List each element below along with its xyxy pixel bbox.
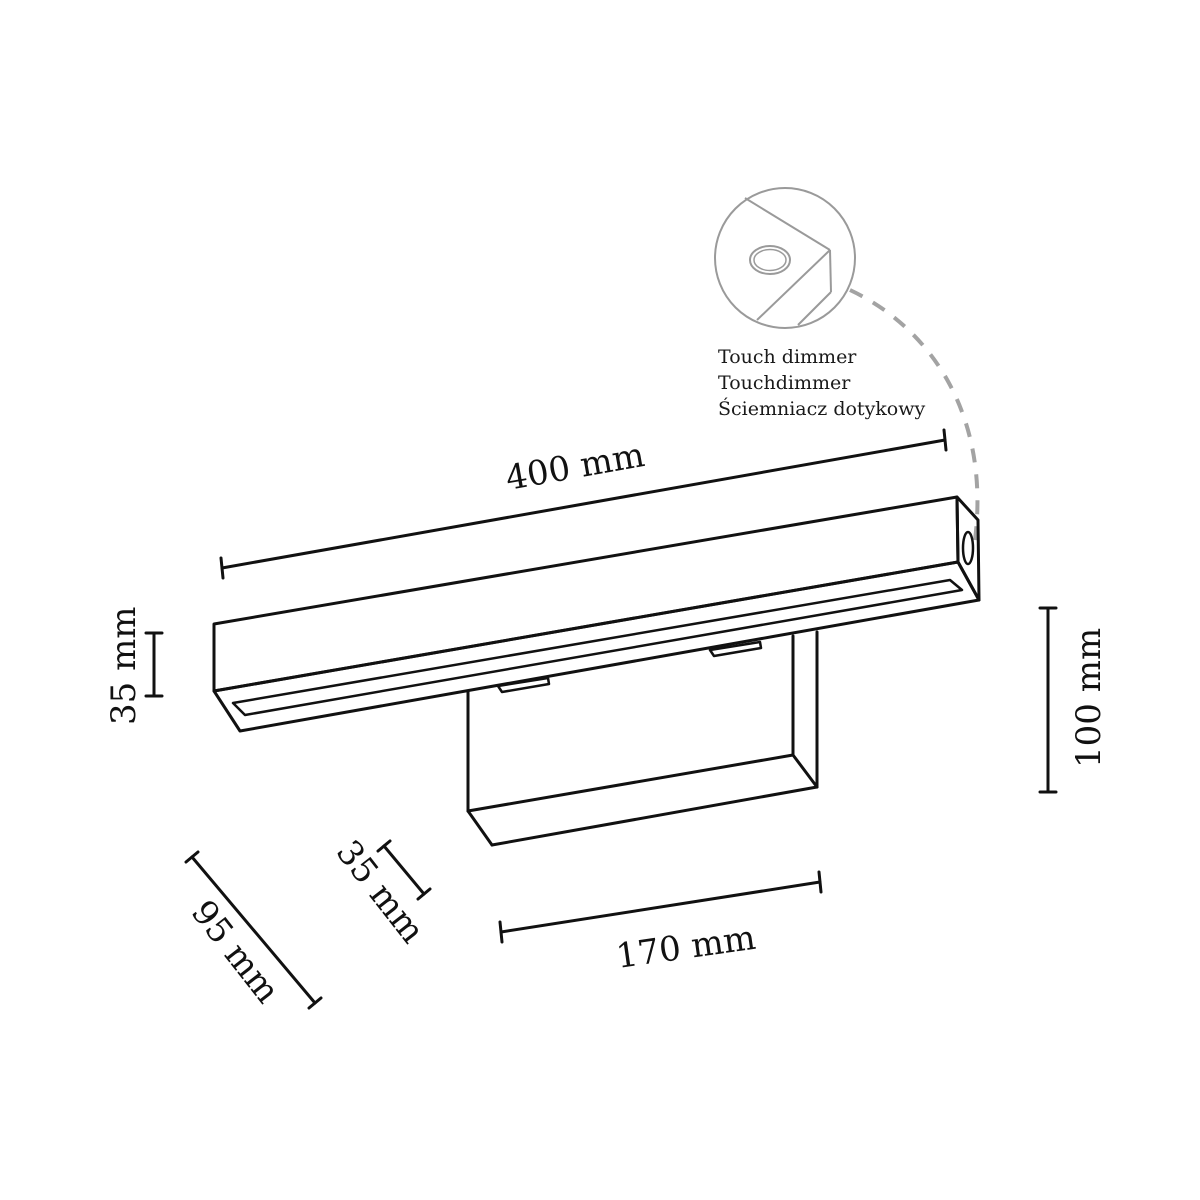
touch-dimmer-detail-icon bbox=[714, 187, 856, 329]
dimension-bracket-width-label: 170 mm bbox=[614, 918, 758, 977]
dimension-bar-height-label: 35 mm bbox=[104, 606, 144, 725]
callout-label-pl: Ściemniacz dotykowy bbox=[718, 397, 926, 420]
lamp-bar bbox=[212, 495, 981, 733]
dimension-total-height: 100 mm bbox=[1038, 606, 1109, 794]
touch-button-icon bbox=[961, 530, 975, 566]
dimension-bar-height: 35 mm bbox=[104, 606, 164, 725]
dimension-total-height-label: 100 mm bbox=[1069, 628, 1109, 768]
wall-bracket bbox=[466, 630, 819, 847]
dimension-length-label: 400 mm bbox=[503, 435, 648, 499]
callout-leader-line bbox=[849, 288, 980, 541]
dimension-depth: 95 mm bbox=[183, 850, 323, 1011]
dimension-bracket-depth: 35 mm bbox=[328, 833, 433, 951]
callout-label-en: Touch dimmer bbox=[718, 346, 857, 368]
callout-label-de: Touchdimmer bbox=[718, 372, 851, 394]
dimension-bracket-width: 170 mm bbox=[498, 870, 823, 977]
dimension-length: 400 mm bbox=[219, 428, 948, 580]
